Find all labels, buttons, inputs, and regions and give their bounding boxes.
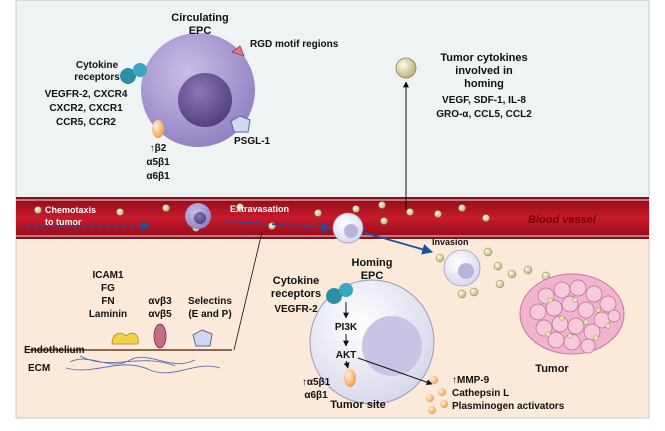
adhesion-left-3: FN	[101, 296, 114, 307]
product-2: Cathepsin L	[452, 388, 509, 399]
icam1-icon	[111, 332, 139, 345]
circ-integrin-3: α6β1	[146, 171, 170, 182]
homing-vegfr-label: VEGFR-2	[274, 304, 318, 315]
tumor-label: Tumor	[535, 363, 569, 375]
homing-epc-nucleus	[362, 316, 422, 376]
akt-to-integrin-arrow	[343, 360, 350, 369]
psgl1-icon	[230, 115, 251, 133]
circ-integrin-2: α5β1	[146, 157, 170, 168]
receptor-list-2: CXCR2, CXCR1	[49, 103, 123, 114]
homing-integrin-icon	[344, 369, 356, 387]
homing-epc-title-2: EPC	[361, 270, 384, 282]
tumor-cytokine-group	[395, 57, 417, 210]
rgd-motif-icon	[231, 45, 245, 57]
cytokine-receptor-icon	[120, 63, 147, 84]
homing-receptor-icon	[326, 283, 353, 304]
protease-dots	[426, 376, 448, 414]
akt-to-products-arrow	[357, 357, 433, 386]
invading-epc-nucleus	[458, 263, 474, 279]
ecm-label: ECM	[28, 363, 50, 374]
cytokine-receptors-label-1: Cytokine	[76, 60, 119, 71]
product-3: Plasminogen activators	[452, 401, 565, 412]
tumor-cytokines-list-1: VEGF, SDF-1, IL-8	[442, 95, 526, 106]
extravasation-label: Extravasation	[230, 204, 289, 214]
adhesion-callout-line	[233, 231, 263, 351]
homing-receptors-label-1: Cytokine	[273, 275, 319, 287]
adhesion-integrin-1: αvβ3	[148, 296, 172, 307]
receptor-list-3: CCR5, CCR2	[56, 117, 116, 128]
bloodstream-background	[16, 0, 649, 200]
selectin-icon	[192, 329, 213, 347]
tissue-cytokine-beads	[435, 247, 551, 299]
circulating-epc-nucleus	[178, 73, 232, 127]
tumor-mass	[519, 273, 625, 355]
chemotaxis-label-1: Chemotaxis	[45, 205, 96, 215]
cytokine-bead-icon	[395, 57, 417, 79]
ecm-fibers	[65, 355, 221, 374]
adhesion-left-1: ICAM1	[92, 270, 124, 281]
integrin-avb3-icon	[153, 323, 167, 349]
adhesion-left-2: FG	[101, 283, 115, 294]
endothelium-adhesion	[30, 323, 232, 374]
homing-epc-title-1: Homing	[352, 257, 393, 269]
circ-integrin-1: ↑β2	[150, 143, 167, 154]
akt-label: AKT	[336, 350, 357, 361]
tumor-site-label: Tumor site	[330, 399, 385, 411]
rolling-epc-nucleus	[344, 224, 358, 238]
extravasation-arrow	[223, 220, 331, 233]
blood-vessel-label: Blood vessel	[528, 214, 597, 226]
tumor-cytokines-title-1: Tumor cytokines	[440, 52, 527, 64]
receptor-list-1: VEGFR-2, CXCR4	[45, 89, 128, 100]
chemotaxis-label-2: to tumor	[45, 217, 82, 227]
homing-integrin-1: ↑α5β1	[302, 377, 331, 388]
homing-integrin-2: α6β1	[304, 390, 328, 401]
homing-receptors-label-2: receptors	[271, 288, 321, 300]
product-1: ↑MMP-9	[452, 375, 490, 386]
endothelium-label: Endothelium	[24, 345, 85, 356]
homing-epc	[309, 279, 435, 405]
vessel-epc-nucleus	[194, 212, 206, 224]
psgl1-label: PSGL-1	[234, 136, 271, 147]
tumor-cytokines-title-2: involved in	[455, 65, 513, 77]
selectins-label-2: (E and P)	[188, 309, 231, 320]
blood-vessel-band	[16, 197, 649, 239]
selectins-label-1: Selectins	[188, 296, 232, 307]
circulating-title-line2: EPC	[189, 25, 212, 37]
circulating-epc	[120, 33, 255, 147]
cytokine-receptors-label-2: receptors	[74, 72, 120, 83]
integrin-icon	[152, 120, 164, 138]
invasion-label: Invasion	[432, 237, 469, 247]
adhesion-left-4: Laminin	[89, 309, 127, 320]
adhesion-integrin-2: αvβ5	[148, 309, 172, 320]
tumor-cytokines-list-2: GRO-α, CCL5, CCL2	[436, 109, 532, 120]
circulating-title-line1: Circulating	[171, 12, 228, 24]
pi3k-label: PI3K	[335, 322, 358, 333]
tumor-cytokines-title-3: homing	[464, 78, 504, 90]
invasion-arrow	[361, 231, 434, 255]
rgd-label: RGD motif regions	[250, 39, 339, 50]
